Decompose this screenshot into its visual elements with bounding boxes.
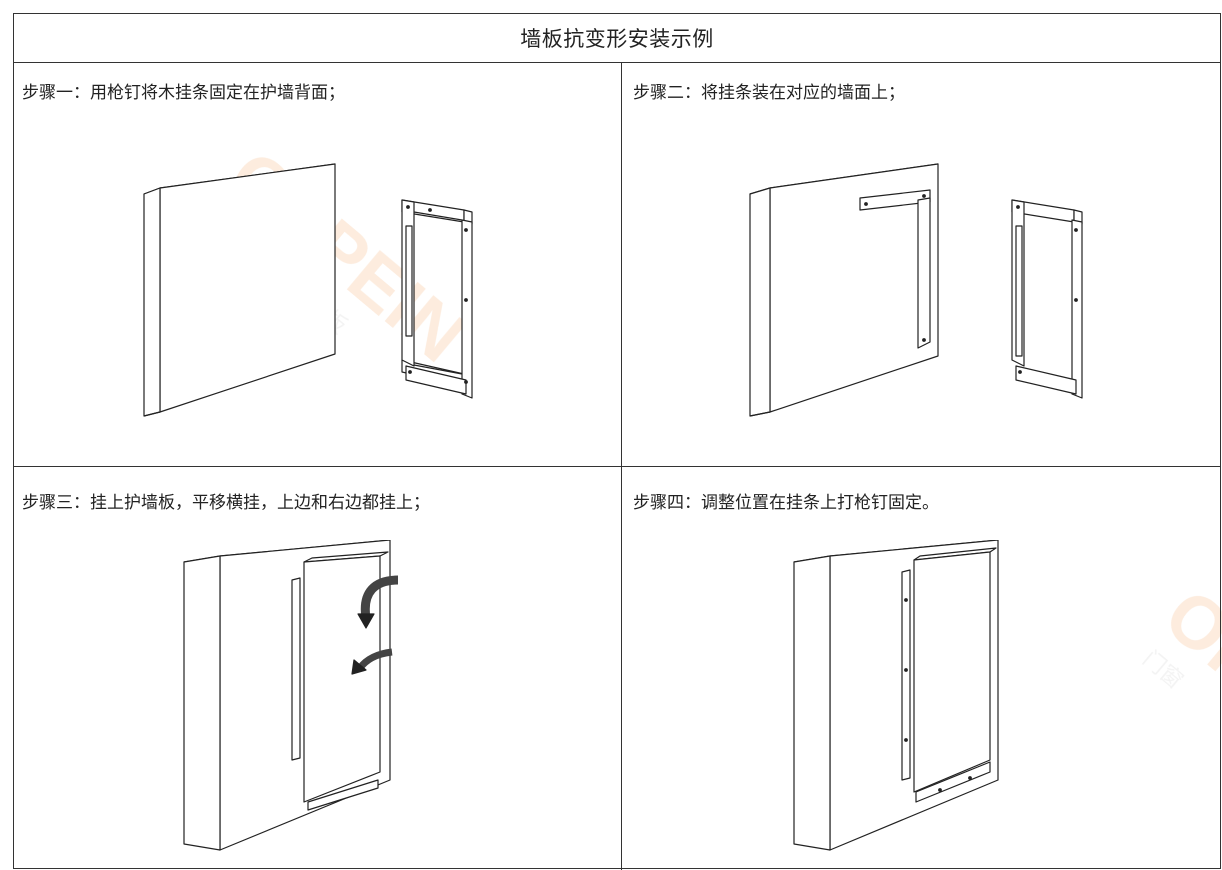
step-1-label: 步骤一：用枪钉将木挂条固定在护墙背面； (22, 83, 345, 103)
step-4-illustration (793, 540, 999, 851)
batten-frame (1011, 199, 1083, 399)
step-1-illustration (143, 163, 473, 417)
row-divider (13, 466, 1221, 467)
step-2-illustration (749, 163, 1083, 417)
document-title: 墙板抗变形安装示例 (13, 13, 1221, 63)
batten-frame (401, 199, 473, 399)
table-frame (13, 13, 1221, 869)
step-4-label: 步骤四：调整位置在挂条上打枪钉固定。 (633, 493, 939, 513)
step-2-label: 步骤二：将挂条装在对应的墙面上； (633, 83, 905, 103)
step-3-illustration (183, 540, 399, 851)
step-3-label: 步骤三：挂上护墙板，平移横挂，上边和右边都挂上； (22, 493, 430, 513)
